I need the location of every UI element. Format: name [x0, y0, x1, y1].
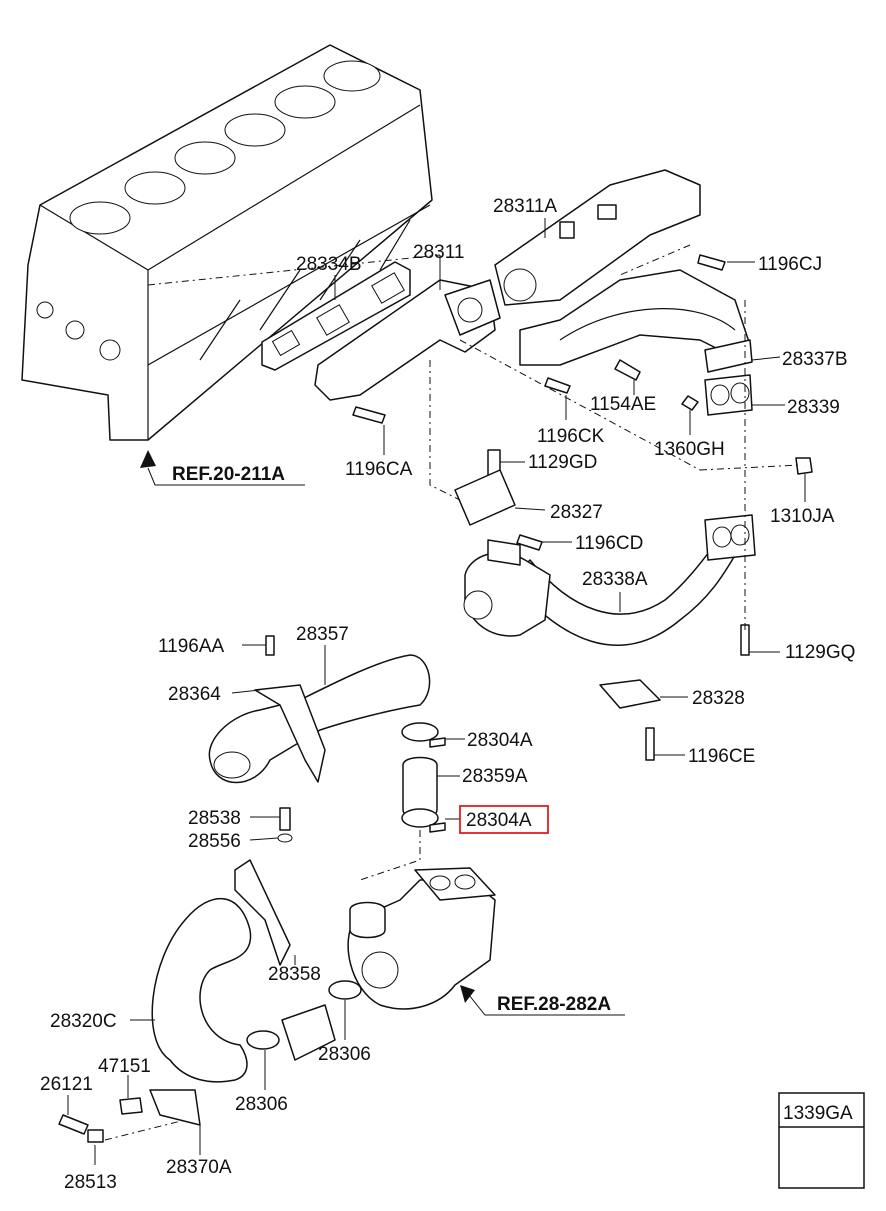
label-47151[interactable]: 47151	[98, 1056, 151, 1077]
label-1196CE[interactable]: 1196CE	[688, 746, 755, 767]
label-1196AA[interactable]: 1196AA	[158, 636, 225, 657]
intake-pipe-28357-drawing	[208, 654, 431, 784]
clamp-hose-middle-drawing	[401, 722, 446, 833]
hose-28358-drawing	[246, 980, 362, 1061]
bracket-28327-drawing	[454, 469, 516, 526]
lower-hose-drawing	[151, 859, 291, 1083]
label-28320C[interactable]: 28320C	[50, 1011, 117, 1032]
dash-lines	[104, 244, 801, 1141]
lower-turbo-drawing	[347, 867, 496, 1010]
bracket-28328-drawing	[599, 679, 661, 709]
label-28358[interactable]: 28358	[268, 964, 321, 985]
label-28306-left[interactable]: 28306	[235, 1094, 288, 1115]
label-28311[interactable]: 28311	[413, 242, 464, 263]
label-28338A[interactable]: 28338A	[582, 569, 648, 590]
label-28304A-highlighted[interactable]: 28304A	[466, 810, 532, 831]
leader-lines	[67, 218, 806, 1165]
label-28339[interactable]: 28339	[787, 397, 840, 418]
label-28370A[interactable]: 28370A	[166, 1157, 232, 1178]
label-1360GH[interactable]: 1360GH	[654, 439, 725, 460]
label-28556[interactable]: 28556	[188, 831, 241, 852]
label-28304A-upper[interactable]: 28304A	[467, 730, 533, 751]
label-26121[interactable]: 26121	[40, 1074, 93, 1095]
pipe-28338A-drawing	[509, 514, 756, 646]
upper-pipe-drawing	[519, 269, 753, 373]
legend-box: 1339GA	[778, 1092, 865, 1189]
label-28306-right[interactable]: 28306	[318, 1044, 371, 1065]
rear-manifold-drawing	[494, 169, 701, 306]
label-1310JA[interactable]: 1310JA	[770, 506, 835, 527]
label-28513[interactable]: 28513	[64, 1172, 117, 1193]
label-1129GD[interactable]: 1129GD	[528, 452, 597, 473]
ref-arrows	[140, 450, 475, 1003]
label-28364[interactable]: 28364	[168, 684, 221, 705]
label-28327[interactable]: 28327	[550, 502, 603, 523]
ref-20-211A[interactable]: REF.20-211A	[172, 464, 285, 485]
label-1129GQ[interactable]: 1129GQ	[785, 642, 855, 663]
label-28357[interactable]: 28357	[296, 624, 349, 645]
manifold-gasket-drawing	[261, 261, 411, 371]
label-28334B[interactable]: 28334B	[296, 254, 362, 275]
engine-block-drawing	[21, 44, 433, 441]
label-1196CA[interactable]: 1196CA	[345, 459, 413, 480]
label-1154AE[interactable]: 1154AE	[590, 394, 656, 415]
label-28311A[interactable]: 28311A	[493, 196, 557, 217]
label-28328[interactable]: 28328	[692, 688, 745, 709]
legend-code[interactable]: 1339GA	[783, 1103, 853, 1124]
highlight-box	[459, 805, 549, 834]
label-28538[interactable]: 28538	[188, 808, 241, 829]
label-28337B[interactable]: 28337B	[782, 349, 848, 370]
ref-28-282A[interactable]: REF.28-282A	[497, 994, 611, 1015]
label-1196CD[interactable]: 1196CD	[575, 533, 643, 554]
exhaust-manifold-drawing	[314, 279, 501, 401]
upper-turbo-drawing	[463, 539, 551, 637]
bracket-28370A-drawing	[149, 1089, 201, 1126]
label-28359A[interactable]: 28359A	[462, 766, 528, 787]
label-1196CJ[interactable]: 1196CJ	[758, 254, 822, 275]
label-1196CK[interactable]: 1196CK	[537, 426, 605, 447]
